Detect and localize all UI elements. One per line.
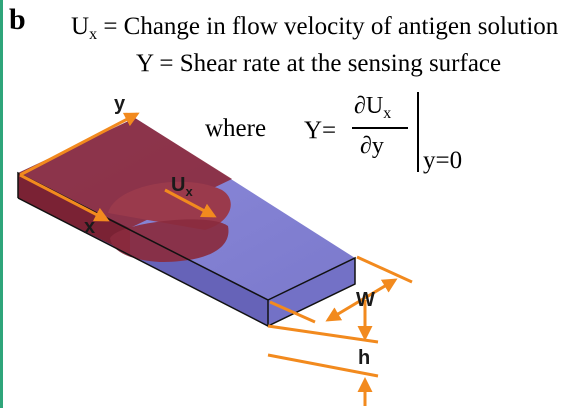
ux-label: Ux bbox=[171, 174, 193, 199]
gamma-equals: Υ= bbox=[304, 117, 337, 144]
ux-subscript: x bbox=[89, 26, 98, 43]
y-axis-label: y bbox=[114, 93, 126, 115]
fraction-bar bbox=[352, 127, 408, 129]
width-dimension-arrow bbox=[325, 278, 398, 322]
evaluation-bar bbox=[417, 92, 419, 172]
velocity-profile-bottom bbox=[110, 219, 229, 262]
panel-label: b bbox=[9, 3, 26, 36]
ux-arrow bbox=[164, 188, 217, 218]
ux-definition-text: = Change in flow velocity of antigen sol… bbox=[97, 13, 559, 40]
fraction-numerator: ∂Ux bbox=[354, 93, 392, 122]
width-ext-top bbox=[356, 255, 413, 284]
channel-side-face bbox=[268, 258, 355, 326]
x-axis-arrow bbox=[19, 173, 110, 222]
flow-region-front bbox=[18, 173, 130, 254]
gamma-definition: Υ = Shear rate at the sensing surface bbox=[136, 50, 502, 77]
width-ext-bottom bbox=[269, 300, 316, 324]
ux-symbol: U bbox=[71, 13, 90, 40]
width-label: W bbox=[356, 289, 375, 311]
height-ext-top bbox=[267, 324, 379, 344]
y-axis-arrow bbox=[19, 112, 140, 177]
x-axis-label: x bbox=[84, 216, 95, 238]
height-label: h bbox=[358, 347, 370, 369]
evaluation-point: y=0 bbox=[423, 147, 463, 174]
velocity-profile-top bbox=[108, 181, 231, 230]
fraction-denominator: ∂y bbox=[360, 133, 384, 159]
left-border bbox=[0, 0, 3, 408]
height-ext-bottom bbox=[267, 353, 379, 378]
ux-definition: Ux = Change in flow velocity of antigen … bbox=[71, 13, 558, 49]
where-label: where bbox=[205, 115, 267, 142]
